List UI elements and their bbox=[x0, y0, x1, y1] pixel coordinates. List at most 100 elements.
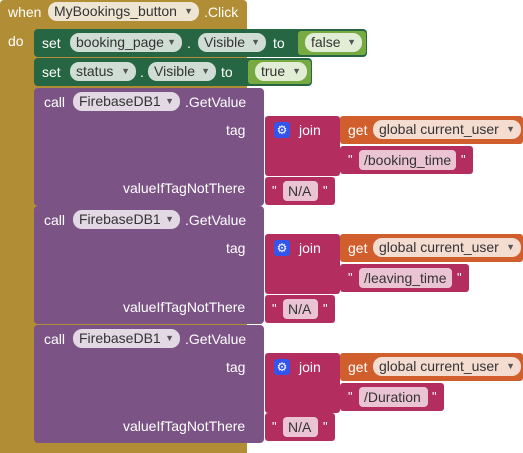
variable-dropdown-current-user[interactable]: global current_user ▼ bbox=[373, 120, 521, 139]
value-if-tag-not-there-label: valueIfTagNotThere bbox=[123, 299, 246, 315]
variable-dropdown-current-user[interactable]: global current_user ▼ bbox=[373, 238, 521, 257]
set-block-status-visible[interactable]: set status ▼ . Visible ▼ to true ▼ bbox=[34, 58, 312, 86]
close-quote: " bbox=[323, 419, 328, 434]
property-dropdown-visible[interactable]: Visible ▼ bbox=[198, 33, 266, 52]
dropdown-arrow-icon: ▼ bbox=[165, 96, 174, 106]
text-value-na[interactable]: N/A bbox=[283, 181, 318, 201]
variable-name: global current_user bbox=[379, 239, 499, 255]
join-block[interactable]: ⚙ join bbox=[265, 116, 340, 176]
component-name: status bbox=[76, 63, 114, 79]
component-dropdown-firebasedb1[interactable]: FirebaseDB1 ▼ bbox=[73, 92, 180, 111]
get-keyword: get bbox=[348, 122, 368, 138]
get-variable-block[interactable]: get global current_user ▼ bbox=[340, 353, 523, 381]
join-keyword: join bbox=[299, 240, 321, 256]
close-quote: " bbox=[457, 270, 462, 285]
component-dropdown-booking-page[interactable]: booking_page ▼ bbox=[70, 33, 182, 52]
property-name: Visible bbox=[154, 63, 195, 79]
text-value-na[interactable]: N/A bbox=[283, 299, 318, 319]
join-keyword: join bbox=[299, 122, 321, 138]
value-if-tag-not-there-label: valueIfTagNotThere bbox=[123, 418, 246, 434]
open-quote: " bbox=[348, 270, 353, 285]
variable-dropdown-current-user[interactable]: global current_user ▼ bbox=[373, 357, 521, 376]
to-keyword: to bbox=[221, 64, 233, 80]
dropdown-arrow-icon: ▼ bbox=[347, 37, 356, 47]
event-name: .Click bbox=[204, 4, 239, 20]
dropdown-arrow-icon: ▼ bbox=[165, 214, 174, 224]
text-value: N/A bbox=[288, 183, 312, 199]
logic-true-block[interactable]: true ▼ bbox=[248, 60, 311, 84]
component-name: FirebaseDB1 bbox=[79, 93, 161, 109]
get-variable-block[interactable]: get global current_user ▼ bbox=[340, 116, 523, 144]
variable-name: global current_user bbox=[379, 358, 499, 374]
property-dropdown-visible[interactable]: Visible ▼ bbox=[148, 62, 216, 81]
open-quote: " bbox=[348, 152, 353, 167]
component-dropdown-status[interactable]: status ▼ bbox=[70, 62, 136, 81]
text-block-na[interactable]: " N/A " bbox=[265, 177, 335, 205]
call-block-getvalue-booking-time[interactable]: call FirebaseDB1 ▼ .GetValue tag valueIf… bbox=[34, 88, 264, 206]
component-dropdown-firebasedb1[interactable]: FirebaseDB1 ▼ bbox=[73, 210, 180, 229]
component-dropdown-mybookings-button[interactable]: MyBookings_button ▼ bbox=[48, 2, 199, 21]
text-value-leaving-time[interactable]: /leaving_time bbox=[359, 268, 452, 288]
text-value-na[interactable]: N/A bbox=[283, 417, 318, 437]
dot-separator: . bbox=[187, 35, 191, 51]
text-value: /Duration bbox=[364, 389, 421, 405]
text-block-booking-time[interactable]: " /booking_time " bbox=[340, 146, 473, 174]
call-block-getvalue-duration[interactable]: call FirebaseDB1 ▼ .GetValue tag valueIf… bbox=[34, 325, 264, 443]
method-name: .GetValue bbox=[185, 94, 247, 110]
logic-dropdown-false[interactable]: false ▼ bbox=[305, 33, 362, 52]
close-quote: " bbox=[323, 301, 328, 316]
get-variable-block[interactable]: get global current_user ▼ bbox=[340, 234, 523, 262]
call-block-getvalue-leaving-time[interactable]: call FirebaseDB1 ▼ .GetValue tag valueIf… bbox=[34, 206, 264, 324]
logic-false-block[interactable]: false ▼ bbox=[298, 31, 366, 55]
get-keyword: get bbox=[348, 240, 368, 256]
text-block-duration[interactable]: " /Duration " bbox=[340, 383, 444, 411]
close-quote: " bbox=[323, 183, 328, 198]
dropdown-arrow-icon: ▼ bbox=[251, 37, 260, 47]
close-quote: " bbox=[432, 389, 437, 404]
dropdown-arrow-icon: ▼ bbox=[201, 66, 210, 76]
open-quote: " bbox=[272, 419, 277, 434]
dot-separator: . bbox=[140, 64, 144, 80]
component-name: FirebaseDB1 bbox=[79, 211, 161, 227]
text-block-leaving-time[interactable]: " /leaving_time " bbox=[340, 264, 469, 292]
join-block[interactable]: ⚙ join bbox=[265, 234, 340, 294]
value-if-tag-not-there-label: valueIfTagNotThere bbox=[123, 180, 246, 196]
gear-icon[interactable]: ⚙ bbox=[274, 359, 290, 375]
text-value: N/A bbox=[288, 301, 312, 317]
join-block[interactable]: ⚙ join bbox=[265, 353, 340, 413]
get-keyword: get bbox=[348, 359, 368, 375]
close-quote: " bbox=[461, 152, 466, 167]
text-value: N/A bbox=[288, 419, 312, 435]
logic-value: true bbox=[261, 63, 286, 79]
method-name: .GetValue bbox=[185, 331, 247, 347]
text-value-booking-time[interactable]: /booking_time bbox=[359, 150, 456, 170]
tag-label: tag bbox=[226, 122, 246, 138]
dropdown-arrow-icon: ▼ bbox=[506, 361, 515, 371]
set-block-booking-page-visible[interactable]: set booking_page ▼ . Visible ▼ to false … bbox=[34, 29, 367, 57]
dropdown-arrow-icon: ▼ bbox=[167, 37, 176, 47]
dropdown-arrow-icon: ▼ bbox=[292, 66, 301, 76]
join-keyword: join bbox=[299, 359, 321, 375]
logic-dropdown-true[interactable]: true ▼ bbox=[255, 62, 307, 81]
gear-icon[interactable]: ⚙ bbox=[274, 240, 290, 256]
open-quote: " bbox=[348, 389, 353, 404]
open-quote: " bbox=[272, 301, 277, 316]
call-keyword: call bbox=[44, 212, 66, 228]
method-name: .GetValue bbox=[185, 212, 247, 228]
component-name: booking_page bbox=[76, 34, 164, 50]
text-block-na[interactable]: " N/A " bbox=[265, 295, 335, 323]
variable-name: global current_user bbox=[379, 121, 499, 137]
dropdown-arrow-icon: ▼ bbox=[506, 124, 515, 134]
text-value-duration[interactable]: /Duration bbox=[359, 387, 428, 407]
text-value: /booking_time bbox=[364, 152, 452, 168]
component-name: FirebaseDB1 bbox=[79, 330, 161, 346]
call-keyword: call bbox=[44, 331, 66, 347]
component-name: MyBookings_button bbox=[54, 3, 177, 19]
text-block-na[interactable]: " N/A " bbox=[265, 413, 335, 441]
component-dropdown-firebasedb1[interactable]: FirebaseDB1 ▼ bbox=[73, 329, 180, 348]
tag-label: tag bbox=[226, 240, 246, 256]
set-keyword: set bbox=[42, 35, 61, 51]
gear-icon[interactable]: ⚙ bbox=[274, 122, 290, 138]
dropdown-arrow-icon: ▼ bbox=[165, 333, 174, 343]
tag-label: tag bbox=[226, 359, 246, 375]
